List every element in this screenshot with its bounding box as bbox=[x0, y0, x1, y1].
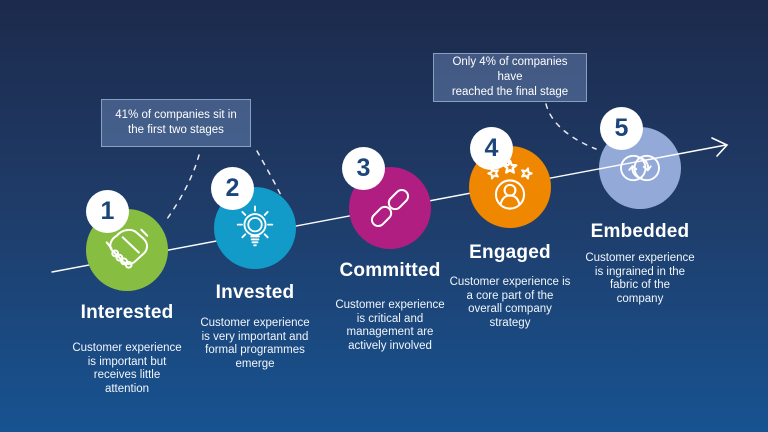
stage-desc-committed: Customer experience is critical and mana… bbox=[335, 299, 445, 352]
stage-desc-invested: Customer experience is very important an… bbox=[200, 317, 310, 370]
stage-number-1: 1 bbox=[100, 197, 115, 225]
stage-number-badge-5: 5 bbox=[600, 107, 643, 150]
stage-number-4: 4 bbox=[484, 134, 499, 162]
stage-number-badge-3: 3 bbox=[342, 147, 385, 190]
dashed-pointer-stage5 bbox=[545, 103, 597, 150]
stage-number-2: 2 bbox=[225, 174, 240, 202]
stage-title-embedded: Embedded bbox=[590, 221, 690, 242]
stage-number-3: 3 bbox=[356, 154, 371, 182]
stage-number-badge-4: 4 bbox=[470, 127, 513, 170]
stage-desc-embedded: Customer experience is ingrained in the … bbox=[585, 252, 695, 305]
arrowhead-icon bbox=[711, 137, 729, 157]
dashed-pointer-stage1 bbox=[166, 154, 200, 220]
stage-number-5: 5 bbox=[614, 114, 629, 142]
stage-title-invested: Invested bbox=[215, 282, 295, 303]
stage-title-interested: Interested bbox=[80, 302, 174, 323]
chain-link-icon bbox=[370, 188, 410, 228]
stage-desc-engaged: Customer experience is a core part of th… bbox=[449, 276, 571, 329]
stage-number-badge-1: 1 bbox=[86, 190, 129, 233]
stage-desc-interested: Customer experience is important but rec… bbox=[72, 342, 182, 395]
stage-number-badge-2: 2 bbox=[211, 167, 254, 210]
callout-first-two-stages: 41% of companies sit in the first two st… bbox=[101, 99, 251, 147]
callout-final-stage: Only 4% of companies have reached the fi… bbox=[433, 53, 587, 102]
